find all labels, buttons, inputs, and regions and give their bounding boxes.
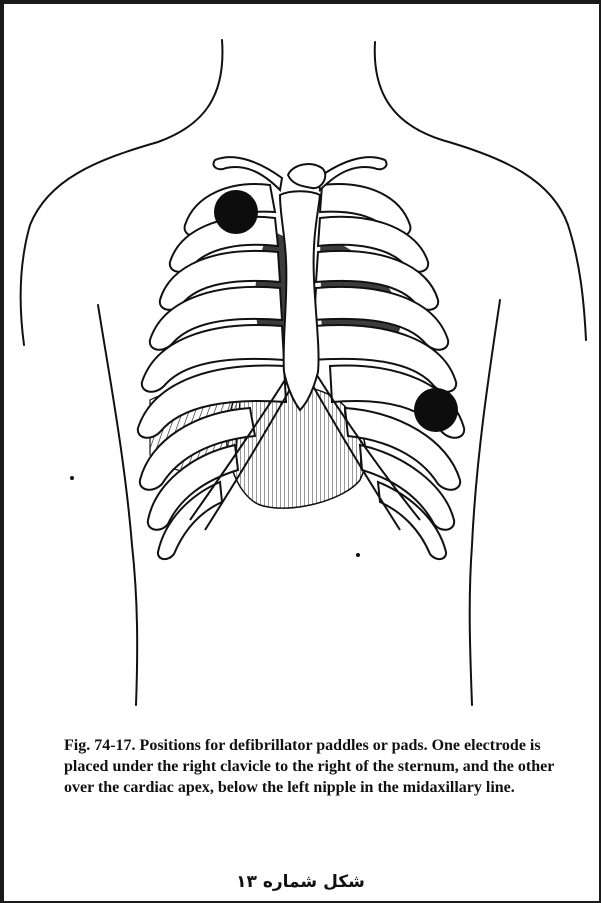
speck xyxy=(70,476,74,480)
figure-footer-label: شکل شماره ۱۳ xyxy=(0,872,601,892)
speck xyxy=(356,553,360,557)
figure-number: Fig. 74-17. xyxy=(64,737,136,754)
figure-caption: Fig. 74-17. Positions for defibrillator … xyxy=(64,735,584,798)
sternum xyxy=(280,191,320,410)
figure-caption-text: Positions for defibrillator paddles or p… xyxy=(64,737,554,796)
chest-illustration xyxy=(0,0,601,720)
paddle-marker-cardiac-apex xyxy=(414,388,458,432)
paddle-marker-right-clavicle xyxy=(214,190,258,234)
